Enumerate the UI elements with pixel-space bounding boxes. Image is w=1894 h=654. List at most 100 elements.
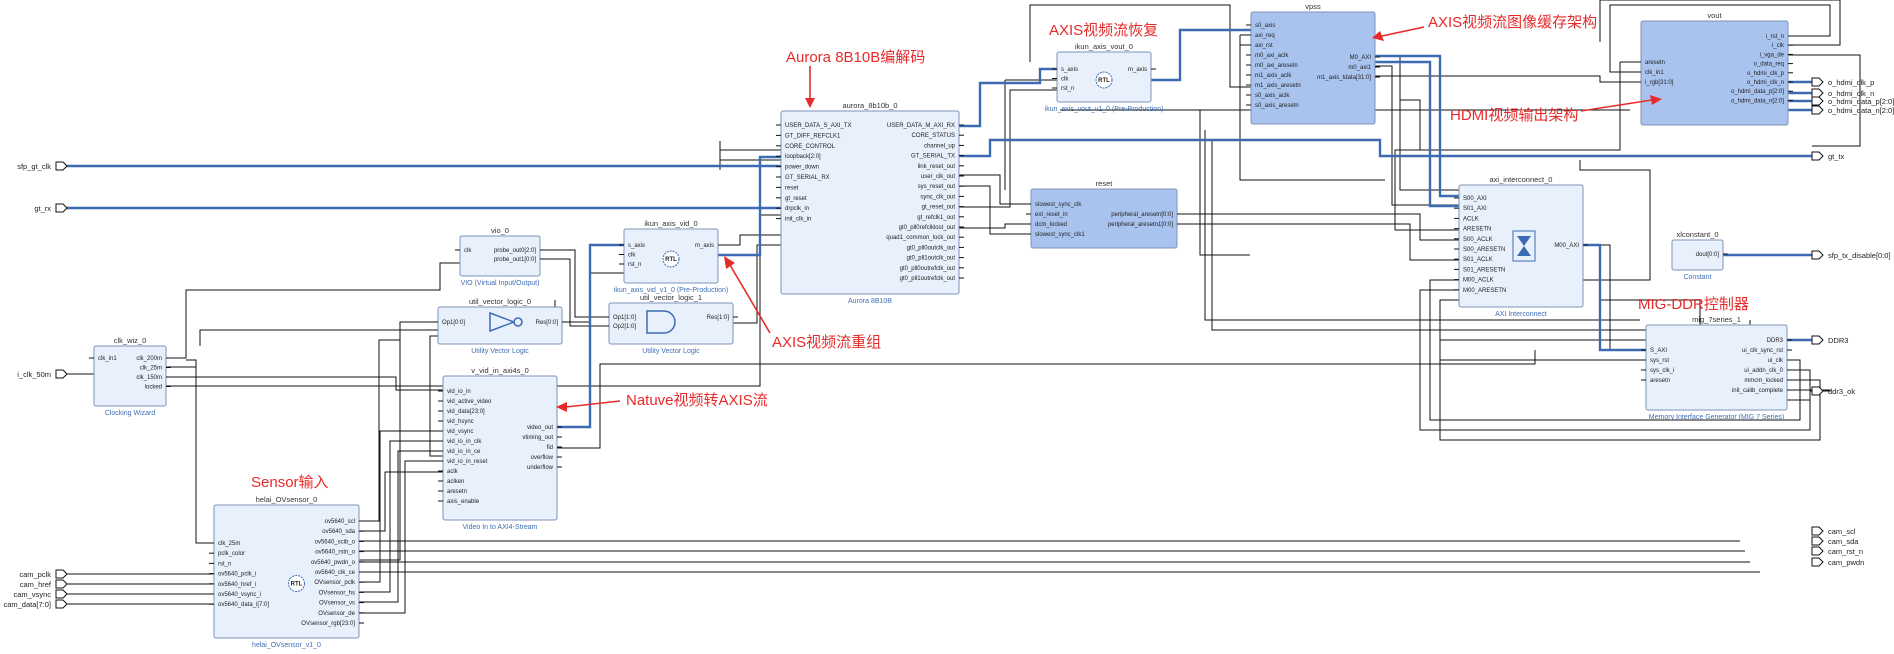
port-icon[interactable]	[1811, 151, 1824, 161]
pin-label: rst_n	[628, 262, 641, 268]
port-i-clk-50m[interactable]: i_clk_50m	[17, 369, 68, 379]
port-cam-pclk[interactable]: cam_pclk	[19, 569, 68, 579]
wire	[1439, 299, 1821, 441]
port-cam-href[interactable]: cam_href	[20, 579, 68, 589]
block-body[interactable]	[1671, 239, 1724, 271]
block-body[interactable]	[1030, 188, 1178, 249]
port-icon[interactable]	[55, 569, 68, 579]
bus	[1375, 60, 1459, 208]
bus	[718, 155, 781, 257]
pin-label: overflow	[531, 455, 554, 461]
block-body[interactable]	[442, 375, 558, 521]
port-gt-tx[interactable]: gt_tx	[1811, 151, 1845, 161]
pin-label: vid_data[23:0]	[447, 409, 485, 415]
pin-label: power_down	[785, 165, 819, 171]
block-body[interactable]	[1645, 324, 1788, 411]
port-icon[interactable]	[55, 579, 68, 589]
block-subtitle: VIO (Virtual Input/Output)	[461, 280, 540, 287]
pin-label: gt0_pll1outclk_out	[907, 256, 956, 262]
port-cam-scl[interactable]: cam_scl	[1811, 526, 1856, 536]
block-body[interactable]	[1250, 11, 1376, 125]
rtl-logo-text: RTL	[665, 257, 677, 263]
port-icon[interactable]	[1811, 250, 1824, 260]
port-icon[interactable]	[55, 589, 68, 599]
block-title: ikun_axis_vid_0	[644, 219, 697, 228]
wire	[959, 89, 1057, 208]
port-icon[interactable]	[1811, 105, 1824, 115]
block-reset[interactable]: resetslowest_sync_clkext_reset_indcm_loc…	[1026, 179, 1182, 249]
pin-label: s0_axis	[1255, 23, 1275, 29]
block-title: clk_wiz_0	[114, 336, 147, 345]
port-icon[interactable]	[55, 203, 68, 213]
port-o-hdmi-clk-p[interactable]: o_hdmi_clk_p	[1811, 77, 1874, 87]
wire	[166, 376, 443, 391]
annotation-native: Natuve视频转AXIS流	[626, 392, 768, 409]
port-sfp-tx-disable-0-0-[interactable]: sfp_tx_disable[0:0]	[1811, 250, 1891, 260]
port-gt-rx[interactable]: gt_rx	[34, 203, 68, 213]
pin-label: link_reset_out	[918, 164, 956, 170]
block-vout[interactable]: voutaresetnclk_in1i_rgb[31:0]i_rst_ni_cl…	[1636, 11, 1793, 126]
port-icon[interactable]	[1811, 557, 1824, 567]
block-subtitle: Video In to AXI4-Stream	[463, 524, 538, 531]
port-label: cam_data[7:0]	[3, 600, 51, 609]
pin-label: channel_up	[924, 143, 956, 149]
port-cam-pwdn[interactable]: cam_pwdn	[1811, 557, 1864, 567]
port-o-hdmi-data-n-2-0-[interactable]: o_hdmi_data_n[2:0]	[1811, 105, 1894, 115]
wire	[1204, 130, 1640, 321]
pin-label: clk_200m	[136, 356, 162, 362]
port-label: cam_rst_n	[1828, 547, 1863, 556]
block-sensor[interactable]: helai_OVsensor_0helai_OVsensor_v1_0clk_2…	[209, 495, 364, 649]
pin-label: vtiming_out	[522, 435, 553, 441]
wire	[1239, 35, 1385, 181]
port-icon[interactable]	[1811, 526, 1824, 536]
port-label: sfp_gt_clk	[17, 162, 51, 171]
port-icon[interactable]	[1811, 88, 1824, 98]
port-o-hdmi-clk-n[interactable]: o_hdmi_clk_n	[1811, 88, 1874, 98]
port-icon[interactable]	[55, 161, 68, 171]
port-sfp-gt-clk[interactable]: sfp_gt_clk	[17, 161, 68, 171]
block-body[interactable]	[93, 345, 167, 407]
port-o-hdmi-data-p-2-0-[interactable]: o_hdmi_data_p[2:0]	[1811, 96, 1894, 106]
port-icon[interactable]	[1811, 536, 1824, 546]
block-subtitle: Memory Interface Generator (MIG 7 Series…	[1649, 414, 1784, 421]
block-vpss[interactable]: vpsss0_axisaxi_reqaxi_rstm0_axi_aclkm0_a…	[1246, 2, 1380, 125]
port-cam-vsync[interactable]: cam_vsync	[13, 589, 68, 599]
pin-label: probe_out1[0:0]	[494, 257, 536, 263]
port-cam-data-7-0-[interactable]: cam_data[7:0]	[3, 599, 68, 609]
port-icon[interactable]	[1811, 386, 1824, 396]
pin-label: aresetn	[1645, 60, 1665, 66]
rtl-logo-text: RTL	[1098, 78, 1110, 84]
pin-label: sync_clk_out	[920, 194, 955, 200]
port-label: o_hdmi_clk_p	[1828, 78, 1874, 87]
port-cam-sda[interactable]: cam_sda	[1811, 536, 1859, 546]
port-label: ddr3_ok	[1828, 387, 1855, 396]
port-icon[interactable]	[1811, 96, 1824, 106]
pin-label: aresetn	[1650, 378, 1670, 384]
pin-label: OVsensor_rgb[23:0]	[301, 621, 355, 627]
wire	[733, 244, 781, 324]
port-icon[interactable]	[1811, 546, 1824, 556]
port-icon[interactable]	[1811, 77, 1824, 87]
port-ddr3[interactable]: DDR3	[1811, 335, 1848, 345]
pin-label: reset	[785, 185, 799, 191]
port-cam-rst-n[interactable]: cam_rst_n	[1811, 546, 1863, 556]
port-icon[interactable]	[55, 599, 68, 609]
bus	[1583, 243, 1646, 352]
bus	[557, 243, 624, 429]
port-icon[interactable]	[1811, 335, 1824, 345]
block-body[interactable]	[459, 235, 541, 277]
pin-label: USER_DATA_S_AXI_TX	[785, 123, 851, 129]
pin-label: gt0_pll0refclklost_out	[899, 225, 956, 231]
port-ddr3-ok[interactable]: ddr3_ok	[1811, 386, 1855, 396]
block-body[interactable]	[780, 110, 960, 295]
port-icon[interactable]	[55, 369, 68, 379]
